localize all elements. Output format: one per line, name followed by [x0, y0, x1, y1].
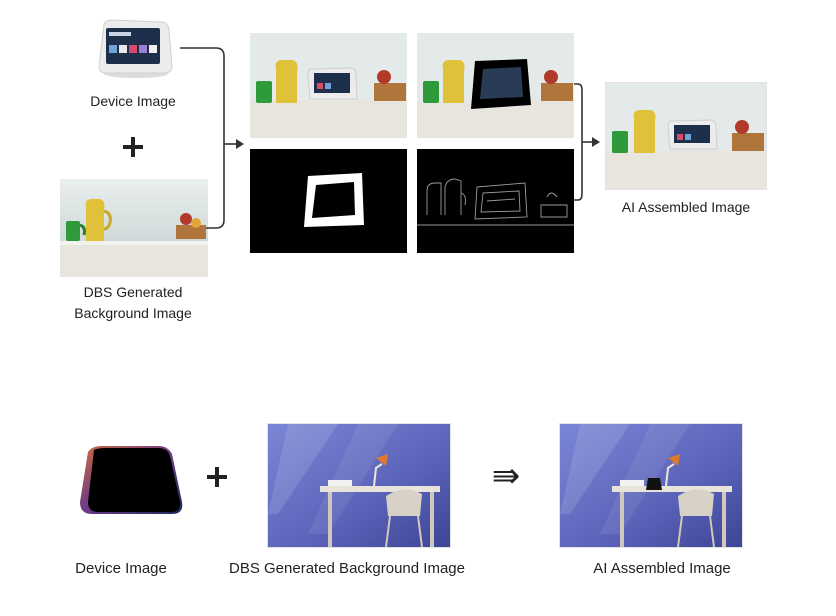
- outline-overlay-panel: [417, 33, 574, 138]
- background-image-top: [60, 179, 208, 277]
- edge-map-panel: [417, 149, 574, 253]
- output-bracket: [572, 80, 606, 204]
- assembled-image-bottom: [560, 424, 742, 547]
- plus-icon-bottom: [206, 466, 228, 488]
- arrow-icon-bottom: ⇛: [491, 456, 521, 496]
- background-image-bottom: [268, 424, 450, 547]
- device-image-bottom: [78, 444, 184, 516]
- mask-panel: [250, 149, 407, 253]
- assembled-image-label-top: AI Assembled Image: [621, 199, 751, 215]
- device-image-label-bottom: Device Image: [75, 560, 167, 577]
- background-image-label-bottom: DBS Generated Background Image: [229, 560, 465, 577]
- composite-preview-panel: [250, 33, 407, 138]
- device-image-top: [96, 18, 174, 80]
- assembled-image-top: [606, 83, 766, 189]
- plus-icon-top: [122, 136, 144, 158]
- device-image-label-top: Device Image: [90, 93, 176, 109]
- merge-connector: [180, 40, 250, 240]
- assembled-image-label-bottom: AI Assembled Image: [593, 560, 731, 577]
- background-image-label-top: DBS Generated Background Image: [74, 284, 192, 321]
